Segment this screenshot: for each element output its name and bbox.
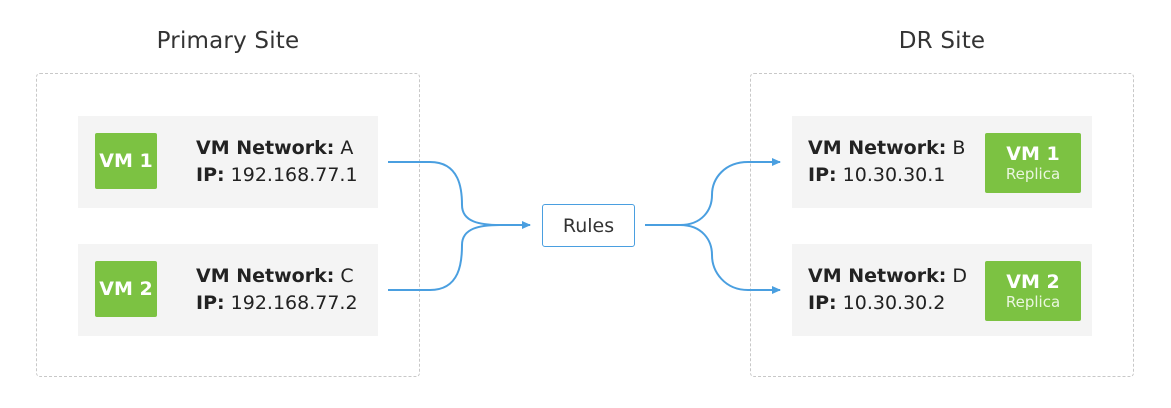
network-key: VM Network: (808, 137, 947, 159)
dr-vm1-badge-sublabel: Replica (1005, 165, 1061, 183)
dr-vm2-ip-line: IP: 10.30.30.2 (808, 290, 967, 317)
dr-vm1-badge-label: VM 1 (1006, 143, 1060, 165)
network-value: A (340, 137, 354, 159)
dr-vm1-replica-badge: VM 1 Replica (985, 133, 1081, 193)
primary-vm1-badge: VM 1 (95, 133, 157, 189)
dr-vm1-network-line: VM Network: B (808, 135, 965, 162)
dr-vm1-card: VM Network: B IP: 10.30.30.1 VM 1 Replic… (792, 116, 1092, 208)
network-value: D (952, 265, 967, 287)
primary-vm1-badge-label: VM 1 (99, 150, 153, 172)
ip-value: 10.30.30.1 (842, 164, 946, 186)
dr-vm2-badge-label: VM 2 (1006, 271, 1060, 293)
network-key: VM Network: (196, 265, 335, 287)
primary-vm1-info: VM Network: A IP: 192.168.77.1 (196, 135, 358, 189)
dr-vm2-info: VM Network: D IP: 10.30.30.2 (808, 263, 967, 317)
ip-key: IP: (808, 292, 837, 314)
network-key: VM Network: (808, 265, 947, 287)
ip-key: IP: (196, 164, 225, 186)
primary-vm1-network-line: VM Network: A (196, 135, 358, 162)
rules-label: Rules (562, 214, 615, 237)
network-value: B (952, 137, 966, 159)
dr-vm1-ip-line: IP: 10.30.30.1 (808, 162, 965, 189)
primary-vm2-network-line: VM Network: C (196, 263, 358, 290)
primary-vm2-badge: VM 2 (95, 261, 157, 317)
primary-site-title: Primary Site (156, 28, 300, 54)
primary-vm2-ip-line: IP: 192.168.77.2 (196, 290, 358, 317)
dr-vm2-badge-sublabel: Replica (1005, 293, 1061, 311)
dr-vm1-info: VM Network: B IP: 10.30.30.1 (808, 135, 965, 189)
ip-key: IP: (808, 164, 837, 186)
ip-value: 192.168.77.1 (230, 164, 358, 186)
dr-vm2-network-line: VM Network: D (808, 263, 967, 290)
ip-key: IP: (196, 292, 225, 314)
primary-vm1-card: VM 1 VM Network: A IP: 192.168.77.1 (78, 116, 378, 208)
primary-vm2-badge-label: VM 2 (99, 278, 153, 300)
ip-value: 192.168.77.2 (230, 292, 358, 314)
network-key: VM Network: (196, 137, 335, 159)
network-value: C (340, 265, 354, 287)
dr-site-title: DR Site (898, 28, 986, 54)
ip-value: 10.30.30.2 (842, 292, 946, 314)
primary-vm1-ip-line: IP: 192.168.77.1 (196, 162, 358, 189)
dr-vm2-replica-badge: VM 2 Replica (985, 261, 1081, 321)
primary-vm2-card: VM 2 VM Network: C IP: 192.168.77.2 (78, 244, 378, 336)
rules-node: Rules (542, 204, 635, 247)
primary-vm2-info: VM Network: C IP: 192.168.77.2 (196, 263, 358, 317)
dr-vm2-card: VM Network: D IP: 10.30.30.2 VM 2 Replic… (792, 244, 1092, 336)
